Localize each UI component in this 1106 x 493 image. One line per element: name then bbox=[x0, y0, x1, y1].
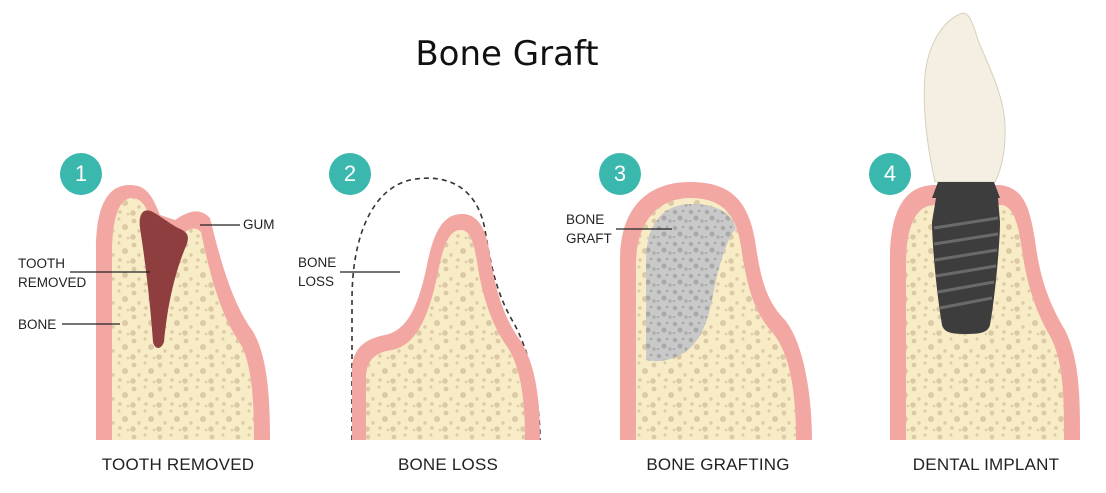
label-gum: GUM bbox=[243, 217, 275, 232]
label-tooth-removed-line1: TOOTH bbox=[18, 256, 65, 271]
label-bone-graft-line2: GRAFT bbox=[566, 231, 612, 246]
label-bone-loss-line2: LOSS bbox=[298, 274, 335, 289]
caption-dental-implant: DENTAL IMPLANT bbox=[912, 455, 1060, 474]
label-bone: BONE bbox=[18, 317, 57, 332]
label-tooth-removed-line2: REMOVED bbox=[18, 275, 87, 290]
panel-tooth-removed bbox=[96, 185, 270, 440]
graft-3 bbox=[646, 204, 736, 362]
step-badge-1: 1 bbox=[60, 153, 102, 195]
crown-4 bbox=[923, 12, 1006, 183]
caption-bone-grafting: BONE GRAFTING bbox=[646, 455, 790, 474]
label-bone-graft-line1: BONE bbox=[566, 212, 605, 227]
leader-lines bbox=[62, 224, 672, 325]
step-badge-2: 2 bbox=[329, 153, 371, 195]
label-bone-loss-line1: BONE bbox=[298, 255, 337, 270]
socket-1 bbox=[139, 210, 188, 348]
step-badge-4: 4 bbox=[869, 153, 911, 195]
implant-threads-4 bbox=[933, 216, 999, 310]
abutment-4 bbox=[932, 182, 1000, 198]
diagram-title: Bone Graft bbox=[415, 34, 599, 74]
caption-tooth-removed: TOOTH REMOVED bbox=[101, 455, 255, 474]
panel-bone-grafting bbox=[620, 182, 812, 440]
caption-bone-loss: BONE LOSS bbox=[397, 455, 499, 474]
panel-bone-loss bbox=[351, 177, 541, 441]
panel-dental-implant bbox=[890, 12, 1080, 440]
step-badge-3: 3 bbox=[599, 153, 641, 195]
